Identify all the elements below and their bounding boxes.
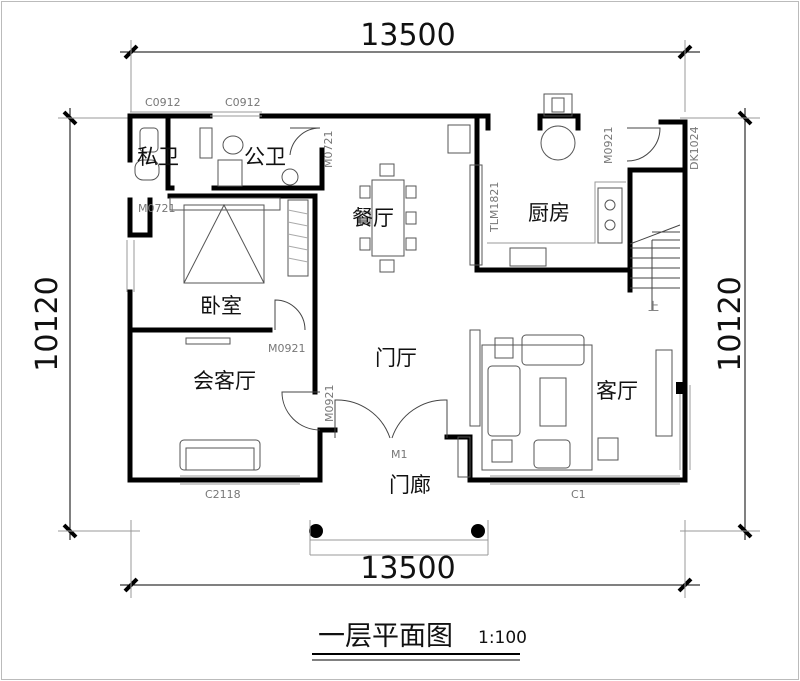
toilet-private xyxy=(139,127,159,153)
windows xyxy=(126,111,691,485)
dimension-right: 10120 xyxy=(680,108,760,540)
reception-sofa xyxy=(179,439,261,471)
dimension-left-label: 10120 xyxy=(30,276,65,371)
stair-up-label: 上 xyxy=(648,300,659,313)
porch-bench xyxy=(457,436,471,478)
code-m0721-top: M0721 xyxy=(322,131,335,169)
room-bedroom: 卧室 xyxy=(200,294,242,318)
code-m0721-side: M0721 xyxy=(138,202,176,215)
room-foyer: 门厅 xyxy=(375,346,417,370)
window-post xyxy=(676,382,685,394)
partition-cabinet xyxy=(469,329,481,427)
dimension-right-label: 10120 xyxy=(713,276,748,371)
tv-cabinet xyxy=(655,349,673,437)
dimension-top-label: 13500 xyxy=(360,18,455,53)
dimension-bottom: 13500 xyxy=(120,520,700,598)
porch-column-right xyxy=(471,524,485,538)
drawing-scale: 1:100 xyxy=(478,628,527,648)
code-c0912-b: C0912 xyxy=(225,96,261,109)
chimney-flue xyxy=(551,97,565,113)
room-kitchen: 厨房 xyxy=(528,201,570,225)
code-c0912-a: C0912 xyxy=(145,96,181,109)
basin-private xyxy=(134,159,160,181)
code-m0921-foyer: M0921 xyxy=(323,385,336,423)
room-private-bath: 私卫 xyxy=(137,145,179,169)
walls xyxy=(127,113,688,483)
room-public-bath: 公卫 xyxy=(244,145,286,169)
drawing-title: 一层平面图 xyxy=(318,621,453,652)
kitchen-sink xyxy=(509,247,547,267)
sliding-door-track xyxy=(469,164,483,266)
wardrobe xyxy=(287,199,309,277)
tank-public xyxy=(199,127,213,159)
room-dining: 餐厅 xyxy=(352,206,394,230)
code-dk1024: DK1024 xyxy=(688,126,701,170)
kitchen-round-sink xyxy=(540,125,576,161)
code-m0921-bed: M0921 xyxy=(268,342,306,355)
dining-table xyxy=(359,163,417,273)
room-porch: 门廊 xyxy=(389,473,431,497)
bed xyxy=(169,197,281,284)
code-m0921-kitchen: M0921 xyxy=(602,127,615,165)
living-sofa-set xyxy=(469,329,673,471)
tv-stand xyxy=(185,337,231,345)
fridge xyxy=(447,124,471,154)
code-c2118: C2118 xyxy=(205,488,241,501)
porch-column-left xyxy=(309,524,323,538)
code-m1: M1 xyxy=(391,448,408,461)
staircase xyxy=(629,224,681,310)
toilet-public xyxy=(222,135,244,155)
doors xyxy=(274,127,661,439)
room-reception: 会客厅 xyxy=(193,369,256,393)
stove xyxy=(597,187,623,244)
shower-public xyxy=(217,159,243,187)
dimension-left: 10120 xyxy=(30,108,140,540)
furniture xyxy=(134,93,681,478)
basin-public xyxy=(281,168,299,186)
dimension-top: 13500 xyxy=(120,18,700,112)
chimney xyxy=(543,93,573,117)
dimension-bottom-label: 13500 xyxy=(360,551,455,586)
code-tlm1821: TLM1821 xyxy=(488,182,501,233)
porch xyxy=(309,520,489,556)
code-c1: C1 xyxy=(571,488,586,501)
room-living: 客厅 xyxy=(596,379,638,403)
